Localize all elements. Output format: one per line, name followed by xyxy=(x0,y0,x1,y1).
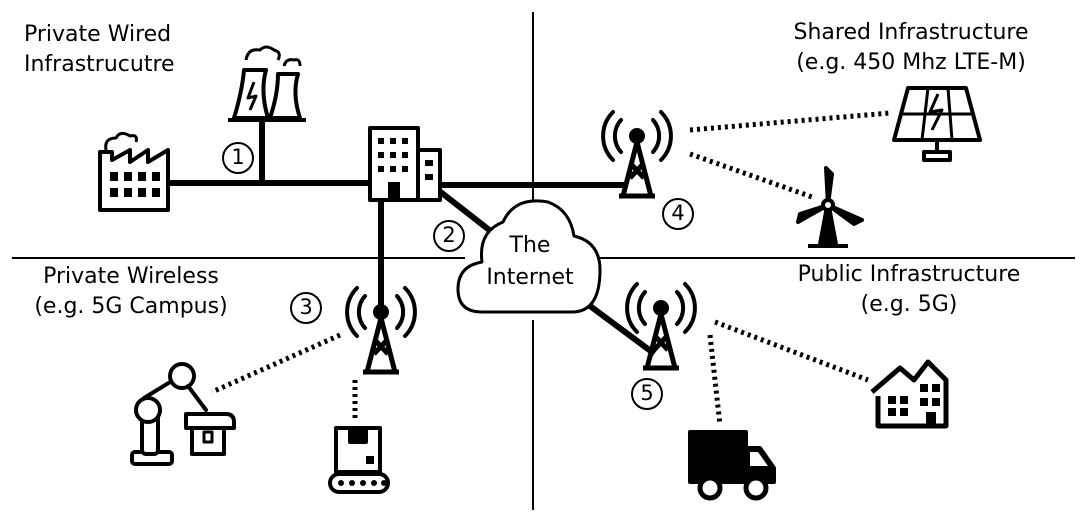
marker-5: 5 xyxy=(631,378,663,410)
marker-3: 3 xyxy=(290,292,322,324)
wireless-tower5-truck xyxy=(707,334,723,426)
label-public-line2: (e.g. 5G) xyxy=(860,292,958,317)
marker-4: 4 xyxy=(662,198,694,230)
antenna-tower-icon xyxy=(627,284,695,368)
label-internet-line1: The xyxy=(509,233,551,258)
wireless-tower4-turbine xyxy=(689,151,816,201)
label-private-wireless: Private Wireless (e.g. 5G Campus) xyxy=(18,262,244,322)
wind-turbine-icon xyxy=(796,166,864,248)
label-private-wired: Private Wired Infrastrucutre xyxy=(24,20,175,80)
robot-arm-icon xyxy=(130,362,236,466)
wireless-tower3-robot xyxy=(210,332,342,395)
label-private-wired-line2: Infrastrucutre xyxy=(24,52,175,77)
label-public-infrastructure: Public Infrastructure (e.g. 5G) xyxy=(778,260,1040,320)
houses-icon xyxy=(870,359,949,429)
wireless-tower5-houses xyxy=(714,319,869,383)
factory-icon xyxy=(98,131,170,212)
marker-1: 1 xyxy=(222,142,254,174)
label-shared-line2: (e.g. 450 Mhz LTE-M) xyxy=(796,50,1026,75)
label-public-line1: Public Infrastructure xyxy=(797,262,1021,287)
wireless-tower4-solar xyxy=(689,110,891,133)
power-plant-icon xyxy=(228,45,306,122)
label-internet-line2: Internet xyxy=(486,265,574,290)
label-private-wireless-line1: Private Wireless xyxy=(43,264,219,289)
cloud-icon xyxy=(456,199,602,314)
conveyor-package-icon xyxy=(328,426,390,494)
delivery-truck-icon xyxy=(688,430,776,501)
solar-panel-icon xyxy=(892,86,982,162)
label-private-wired-line1: Private Wired xyxy=(24,22,172,47)
label-private-wireless-line2: (e.g. 5G Campus) xyxy=(34,294,228,319)
office-building-icon xyxy=(368,126,442,202)
label-shared-infrastructure: Shared Infrastructure (e.g. 450 Mhz LTE-… xyxy=(776,18,1046,78)
label-the-internet: The Internet xyxy=(469,230,591,294)
link-building-internet xyxy=(433,185,502,241)
link-internet-tower5 xyxy=(577,295,657,357)
marker-2: 2 xyxy=(433,220,465,252)
label-shared-line1: Shared Infrastructure xyxy=(793,20,1029,45)
